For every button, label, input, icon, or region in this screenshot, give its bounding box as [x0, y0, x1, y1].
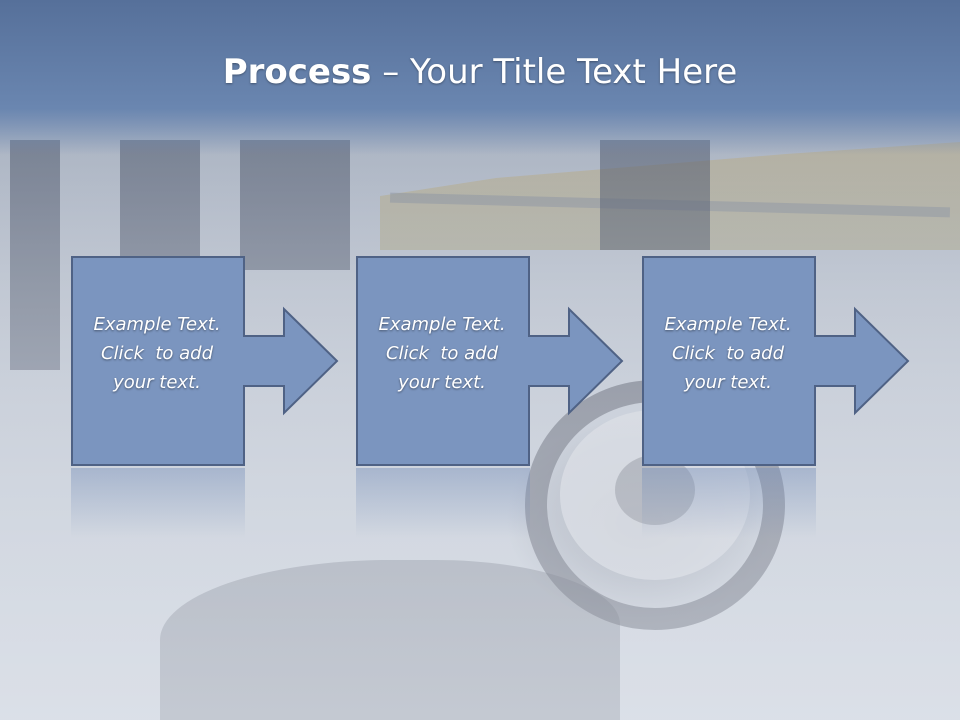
- step-arrow-shape: [642, 256, 910, 466]
- title-band: [0, 0, 960, 155]
- step-text-line: Click to add: [671, 343, 784, 364]
- step-text[interactable]: Example Text. Click to add your text.: [75, 310, 239, 397]
- process-step-3[interactable]: Example Text. Click to add your text.: [642, 256, 912, 468]
- step-text-line: Example Text.: [93, 314, 221, 335]
- title-bold: Process: [222, 52, 372, 92]
- step-reflection: [642, 468, 816, 538]
- process-step-2[interactable]: Example Text. Click to add your text.: [356, 256, 626, 468]
- step-text-line: Click to add: [100, 343, 213, 364]
- title-rest: – Your Title Text Here: [371, 52, 738, 92]
- step-text-line: Example Text.: [378, 314, 506, 335]
- step-text-line: your text.: [684, 372, 772, 393]
- step-text-line: your text.: [398, 372, 486, 393]
- step-text[interactable]: Example Text. Click to add your text.: [646, 310, 810, 397]
- step-text-line: your text.: [113, 372, 201, 393]
- slide-title[interactable]: Process – Your Title Text Here: [0, 52, 960, 92]
- step-text-line: Example Text.: [664, 314, 792, 335]
- step-text-line: Click to add: [385, 343, 498, 364]
- process-step-1[interactable]: Example Text. Click to add your text.: [71, 256, 341, 468]
- step-arrow-shape: [356, 256, 624, 466]
- step-text[interactable]: Example Text. Click to add your text.: [360, 310, 524, 397]
- step-arrow-shape: [71, 256, 339, 466]
- step-reflection: [356, 468, 530, 538]
- step-reflection: [71, 468, 245, 538]
